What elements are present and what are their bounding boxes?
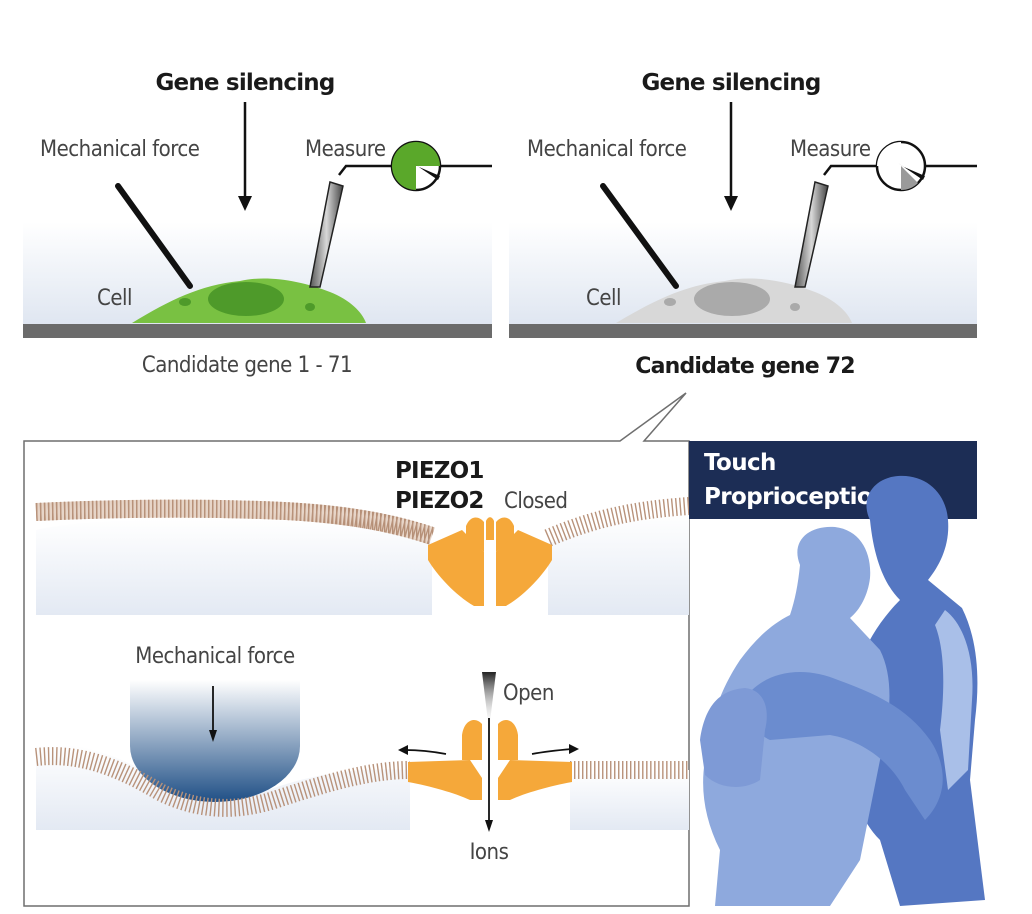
measure-gauge [390, 140, 442, 192]
hugging-silhouette [700, 475, 985, 906]
gene-silencing-label-left: Gene silencing [155, 70, 334, 96]
arm-highlight [935, 610, 973, 790]
expansion-arrowhead-left [398, 745, 408, 755]
mechanical-force-label-membrane: Mechanical force [135, 644, 295, 669]
embracing-arm [748, 671, 943, 820]
cytoplasm-closed [36, 519, 432, 615]
culture-dish [23, 324, 492, 338]
header-line-touch: Touch [704, 450, 776, 476]
force-probe-bulb [130, 680, 300, 802]
channel-name-piezo2: PIEZO2 [395, 488, 484, 514]
candidate-gene-caption-left: Candidate gene 1 - 71 [142, 353, 352, 378]
experiment-left: Gene silencing Mechanical force Measure … [23, 70, 492, 378]
cytoplasm-closed [548, 513, 689, 615]
ions-label: Ions [470, 840, 509, 865]
piezo-channel-closed [428, 517, 552, 606]
cell-organelle [664, 298, 676, 306]
mechanical-force-label-left: Mechanical force [40, 137, 200, 162]
ion-flow-arrowhead [485, 820, 493, 832]
gauge-needle [413, 163, 440, 180]
cell-membrane-open [34, 747, 411, 817]
silencing-arrowhead [238, 196, 252, 211]
culture-dish [509, 324, 977, 338]
closed-state-label: Closed [504, 489, 568, 514]
gauge-reading-fill [901, 166, 918, 191]
gene-silencing-label-right: Gene silencing [641, 70, 820, 96]
cell-nucleus [694, 282, 770, 316]
open-state-label: Open [503, 681, 554, 706]
expansion-arrow-left [404, 749, 447, 755]
expansion-arrow-right [531, 748, 573, 755]
mechanical-force-label-right: Mechanical force [527, 137, 687, 162]
touch-panel: Touch Proprioception [689, 441, 985, 906]
cell-label-left: Cell [97, 286, 132, 311]
force-probe [115, 183, 193, 289]
channel-name-piezo1: PIEZO1 [395, 458, 484, 484]
recording-pipette [794, 181, 829, 288]
cell-nucleus [208, 282, 284, 316]
measure-wire [338, 164, 392, 176]
force-arrowhead [209, 730, 217, 742]
ion-flow-beam [482, 672, 496, 730]
cell-organelle [179, 298, 191, 306]
measure-gauge [875, 140, 927, 192]
membrane-panel: PIEZO1 PIEZO2 Closed Mechanical force Op… [23, 392, 690, 907]
expansion-arrowhead-right [569, 744, 579, 754]
measure-label-left: Measure [305, 137, 386, 162]
candidate-gene-caption-right: Candidate gene 72 [635, 354, 855, 379]
cytoplasm-open [570, 770, 689, 830]
measure-wire [823, 164, 877, 176]
membrane-lipids [35, 499, 435, 545]
embracing-hand [700, 688, 767, 787]
silencing-arrowhead [724, 196, 738, 211]
piezo-channel-open [408, 719, 572, 800]
recording-pipette [309, 181, 344, 288]
cell-organelle [790, 303, 800, 311]
gauge-reading-fill [392, 142, 416, 166]
force-probe [600, 183, 679, 289]
experiment-right: Gene silencing Mechanical force Measure … [509, 70, 977, 379]
cell-organelle [305, 303, 315, 311]
gauge-needle [898, 163, 925, 180]
measure-label-right: Measure [790, 137, 871, 162]
header-line-proprioception: Proprioception [704, 484, 888, 510]
cell-label-right: Cell [586, 286, 621, 311]
